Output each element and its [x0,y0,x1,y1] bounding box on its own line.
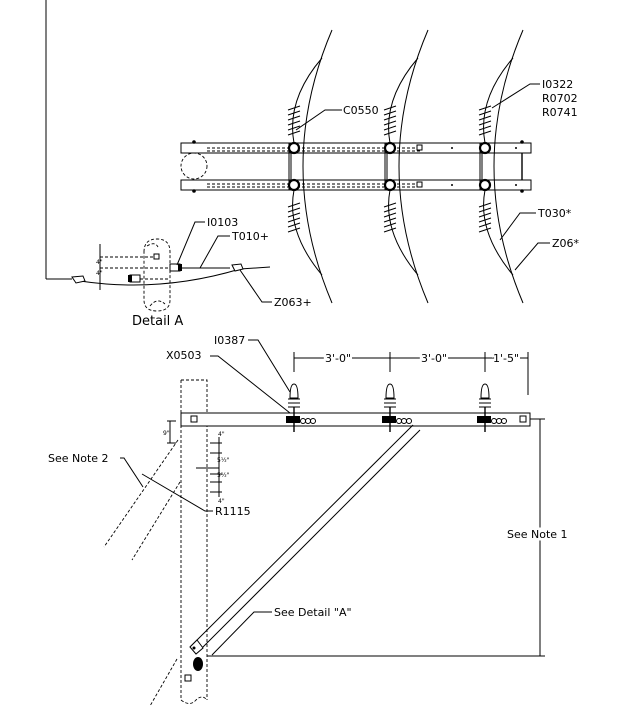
label-see-note-1: See Note 1 [507,528,568,541]
crossarm-rail-lower [180,179,532,191]
insulator-2 [382,383,412,432]
label-see-note-2: See Note 2 [48,452,109,465]
pole-outline [180,152,208,180]
label-z06: Z06* [552,237,580,250]
crossarm-rail-upper [180,142,532,154]
guy-wire-1 [103,439,179,548]
top-view [180,29,532,304]
bolt [451,147,453,149]
dim-hole-2: 5½" [217,457,230,464]
label-i0322: I0322 [542,78,573,91]
bolt-square [416,181,423,188]
guy-wire-3 [149,658,178,707]
bolt-square [416,144,423,151]
top-view-labels: C0550 I0322 R0702 R0741 T030* Z06* [295,78,580,271]
label-z063: Z063+ [274,296,312,309]
label-r1115: R1115 [215,505,251,518]
label-i0103: I0103 [207,216,238,229]
bolt [515,184,517,186]
dim-hole-3: 5½" [217,472,230,479]
dim-drop: 9" [163,430,170,437]
insulator-string-1 [287,29,333,304]
label-see-detail-a: See Detail "A" [274,606,352,619]
brace [189,424,421,653]
label-t030: T030* [537,207,572,220]
deadend-right [231,263,244,272]
bolt [520,140,524,144]
bolt [192,140,196,144]
insulator-string-3 [478,29,524,304]
dim-lower: 4" [96,270,103,277]
insulator-string-2 [383,29,429,304]
dim-span-3: 1'-5" [493,352,519,365]
label-c0550: C0550 [343,104,379,117]
dim-hole-4: 4" [218,498,225,505]
insulator-3 [477,383,507,432]
detail-a: 4" 4" I0103 T010+ Z063+ Detail A [45,0,312,329]
label-i0387: I0387 [214,334,245,347]
label-t010: T010+ [231,230,269,243]
label-r0702: R0702 [542,92,578,105]
guy-wire-2 [131,481,181,561]
dim-upper: 4" [96,259,103,266]
label-r0741: R0741 [542,106,578,119]
bolt [520,189,524,193]
front-view: 9" 4" 5½" 5½" 4" 3'-0" 3'-0" 1'-5" See N… [48,334,570,707]
insulator-1 [286,383,316,432]
bolt [451,184,453,186]
deadend-left [71,275,86,284]
detail-a-title: Detail A [132,314,183,329]
bolt [515,147,517,149]
pole [180,379,208,704]
dim-span-2: 3'-0" [421,352,447,365]
label-x0503: X0503 [166,349,202,362]
dim-hole-1: 4" [218,431,225,438]
bolt [192,189,196,193]
dim-span-1: 3'-0" [325,352,351,365]
